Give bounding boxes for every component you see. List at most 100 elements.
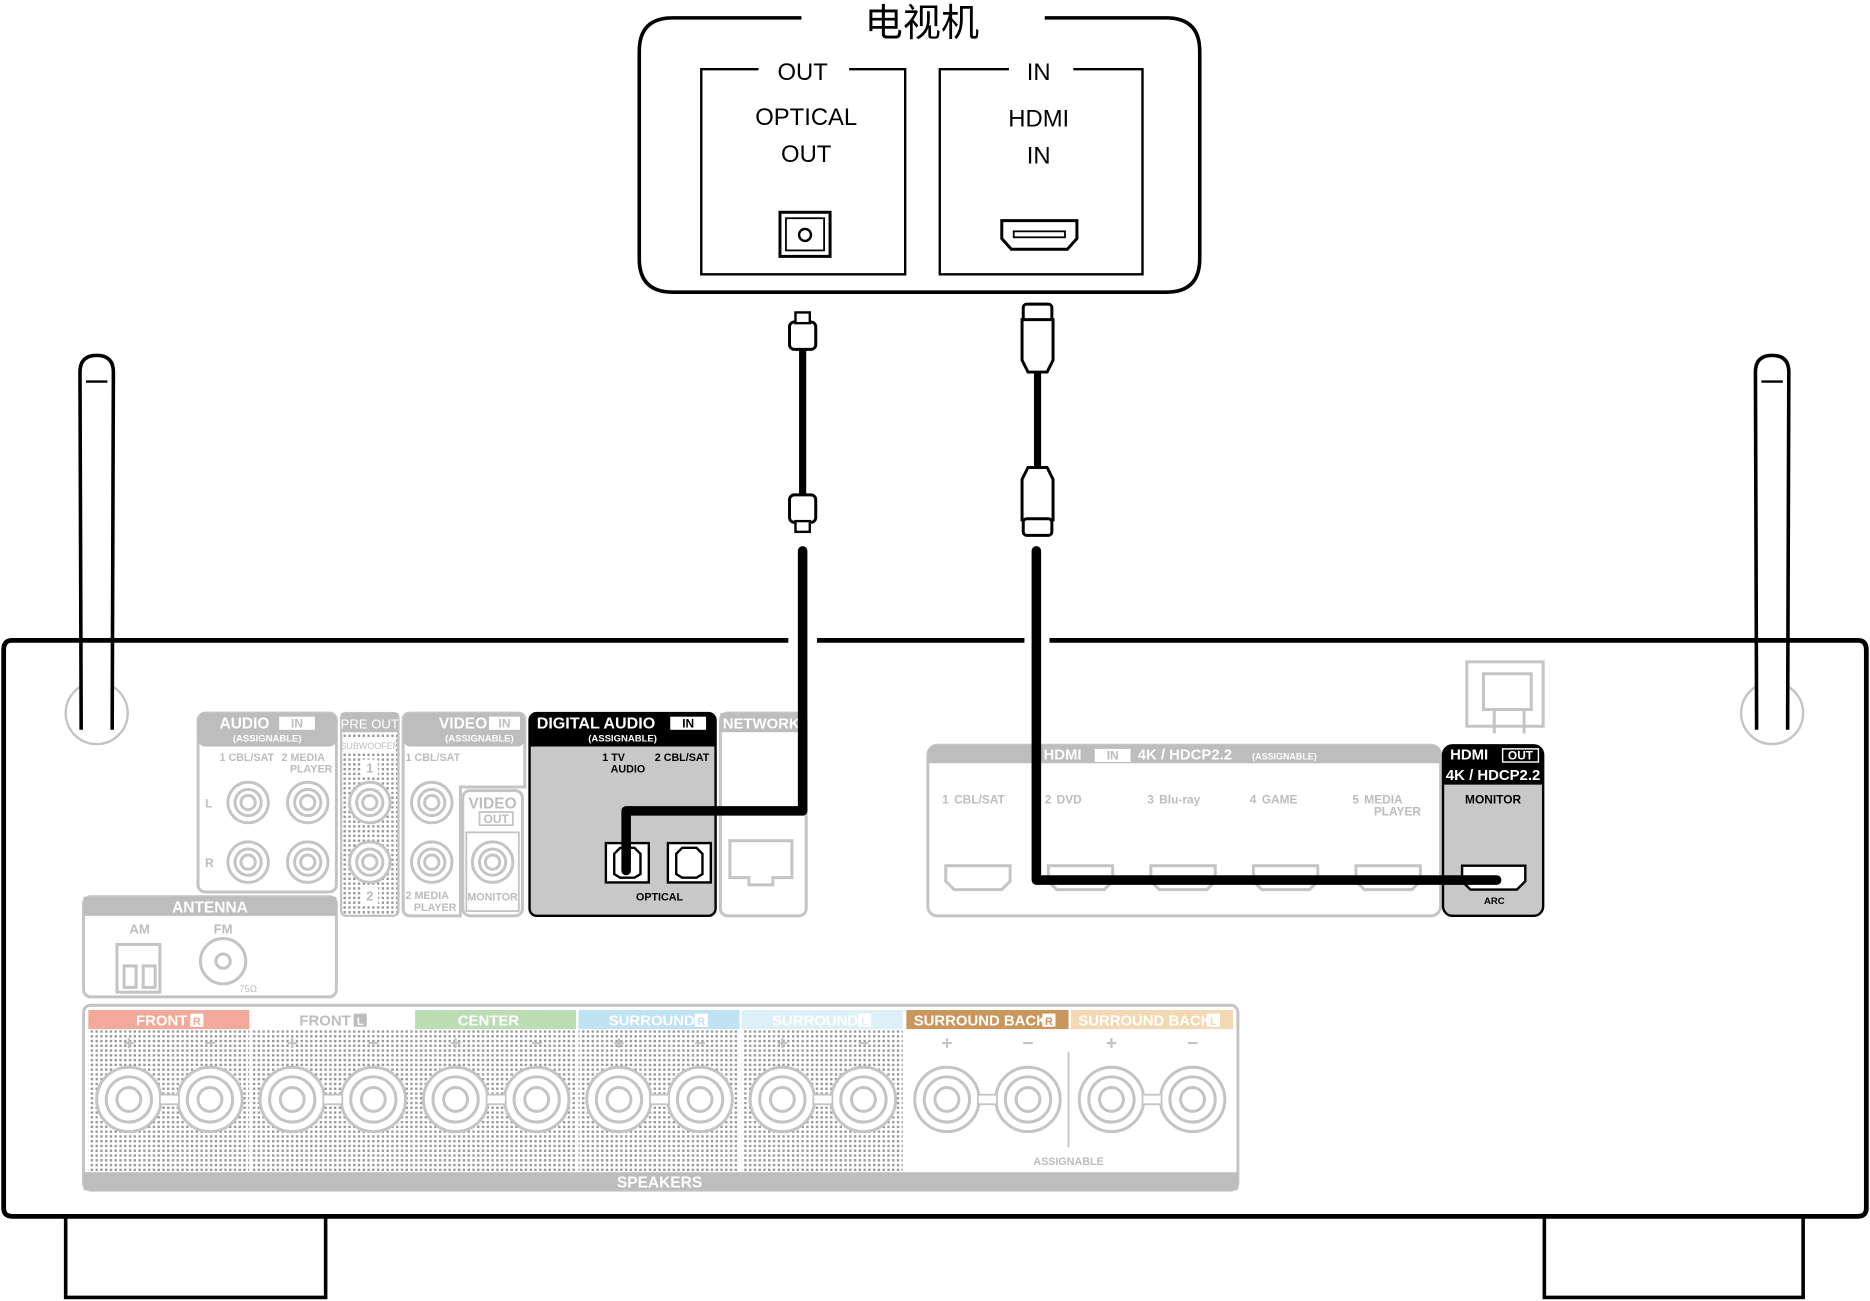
hdmi-input-label-line2: PLAYER [1374,805,1422,819]
av-receiver: AUDIO IN (ASSIGNABLE) 1 CBL/SAT 2 MEDIA … [1,637,1869,1300]
hdmi-out-badge: OUT [1508,749,1534,763]
plus-sign: + [123,1033,134,1054]
rca-jack-icon [285,840,330,884]
plus-sign: + [941,1033,952,1054]
out-label: OUT [781,141,832,168]
hdmi-input-label: MEDIA [1364,793,1403,807]
antenna-left [64,353,129,746]
video-in-sub: (ASSIGNABLE) [445,734,514,745]
hdmi-label: HDMI [1008,105,1069,132]
optical-input-2-port[interactable] [666,841,713,884]
tv-unit: 电视机 OUT OPTICAL OUT IN HDMI IN [637,2,1202,294]
antenna-panel: ANTENNA AM FM 75Ω [82,895,338,999]
hdmi-input-number: 4 [1250,793,1257,807]
optical-plug-icon [788,493,818,534]
foot-right [1542,1214,1805,1300]
hdmi-in-spec: 4K / HDCP2.2 [1138,748,1232,764]
binding-post-icon[interactable] [748,1065,817,1134]
speaker-side-badge: R [697,1016,705,1028]
hdmi-input-number: 2 [1045,793,1052,807]
hdmi-input-label: Blu-ray [1159,793,1200,807]
hdmi-input-number: 1 [942,793,949,807]
hdmi-out-panel: HDMI OUT 4K / HDCP2.2 MONITOR ARC [1441,744,1545,918]
binding-post-icon[interactable] [339,1065,408,1134]
minus-sign: − [858,1033,869,1054]
hdmi-in-title: HDMI [1044,748,1082,764]
speaker-channel-label: SURROUND [609,1014,695,1030]
hdmi-plug-icon [1020,465,1055,537]
hdmi-input-port[interactable] [944,864,1012,892]
network-title: NETWORK [723,717,800,733]
ohm-label: 75Ω [239,984,257,995]
video-out-monitor: MONITOR [467,891,518,903]
video-out-title: VIDEO [468,796,516,813]
fm-coax-icon [198,936,248,986]
binding-post-icon[interactable] [1077,1065,1146,1134]
speaker-channel-label: SURROUND BACK [914,1014,1047,1030]
video-in-badge: IN [499,716,511,730]
binding-post-icon[interactable] [585,1065,653,1134]
minus-sign: − [531,1033,542,1054]
audio-in-input2-line2: PLAYER [290,764,333,776]
video-out-badge: OUT [484,812,510,826]
subwoofer-1-label: 1 [366,761,373,776]
binding-post-icon[interactable] [176,1065,244,1134]
binding-post-icon[interactable] [913,1065,981,1134]
digital-audio-title: DIGITAL AUDIO [537,715,656,733]
binding-post-icon[interactable] [1158,1065,1227,1134]
speaker-side-badge: R [1045,1016,1053,1028]
plus-sign: + [1106,1033,1117,1054]
rca-jack-icon [410,780,454,825]
am-label: AM [129,922,149,937]
pre-out-title: PRE OUT [341,717,399,732]
minus-sign: − [1022,1033,1033,1054]
speaker-side-badge: R [193,1016,201,1028]
binding-post-icon[interactable] [258,1065,326,1134]
pre-out-panel: PRE OUT SUBWOOFER 1 2 [339,711,400,918]
audio-in-badge: IN [291,716,303,730]
optical-input1-label-line2: AUDIO [611,764,646,776]
arc-label: ARC [1484,896,1505,907]
speaker-channel-label: FRONT [299,1014,350,1030]
optical-label: OPTICAL [636,891,683,903]
hdmi-input-number: 5 [1352,793,1359,807]
binding-post-icon[interactable] [95,1065,163,1134]
foot-left [63,1214,328,1300]
assignable-label: ASSIGNABLE [1033,1156,1103,1168]
speaker-side-badge: L [1210,1016,1217,1028]
in-header: IN [1027,59,1051,86]
speaker-channel-label: SURROUND BACK [1078,1014,1211,1030]
video-in-input1: 1 CBL/SAT [406,752,461,764]
tv-optical-out-box: OUT OPTICAL OUT [700,59,907,276]
video-in-input2: 2 MEDIA [406,890,450,902]
tv-title: 电视机 [865,2,979,45]
optical-cable [621,311,818,876]
hdmi-cable [1020,302,1502,885]
optical-label: OPTICAL [755,104,857,131]
rca-jack-icon [347,780,392,825]
video-out-panel: VIDEO OUT MONITOR [461,789,524,918]
speaker-side-badge: L [861,1016,868,1028]
speakers-title: SPEAKERS [617,1175,702,1192]
minus-sign: − [1187,1033,1198,1054]
binding-post-icon[interactable] [666,1065,734,1134]
binding-post-icon[interactable] [994,1065,1062,1134]
speaker-channel-label: FRONT [136,1014,187,1030]
binding-post-icon[interactable] [421,1065,490,1134]
audio-in-input2: 2 MEDIA [282,752,326,764]
digital-audio-badge: IN [682,716,694,730]
minus-sign: − [695,1033,706,1054]
video-in-input2-line2: PLAYER [414,902,457,914]
binding-post-icon[interactable] [503,1065,571,1134]
video-in-title: VIDEO [439,716,487,733]
audio-in-input1: 1 CBL/SAT [220,752,275,764]
binding-post-icon[interactable] [829,1065,898,1134]
